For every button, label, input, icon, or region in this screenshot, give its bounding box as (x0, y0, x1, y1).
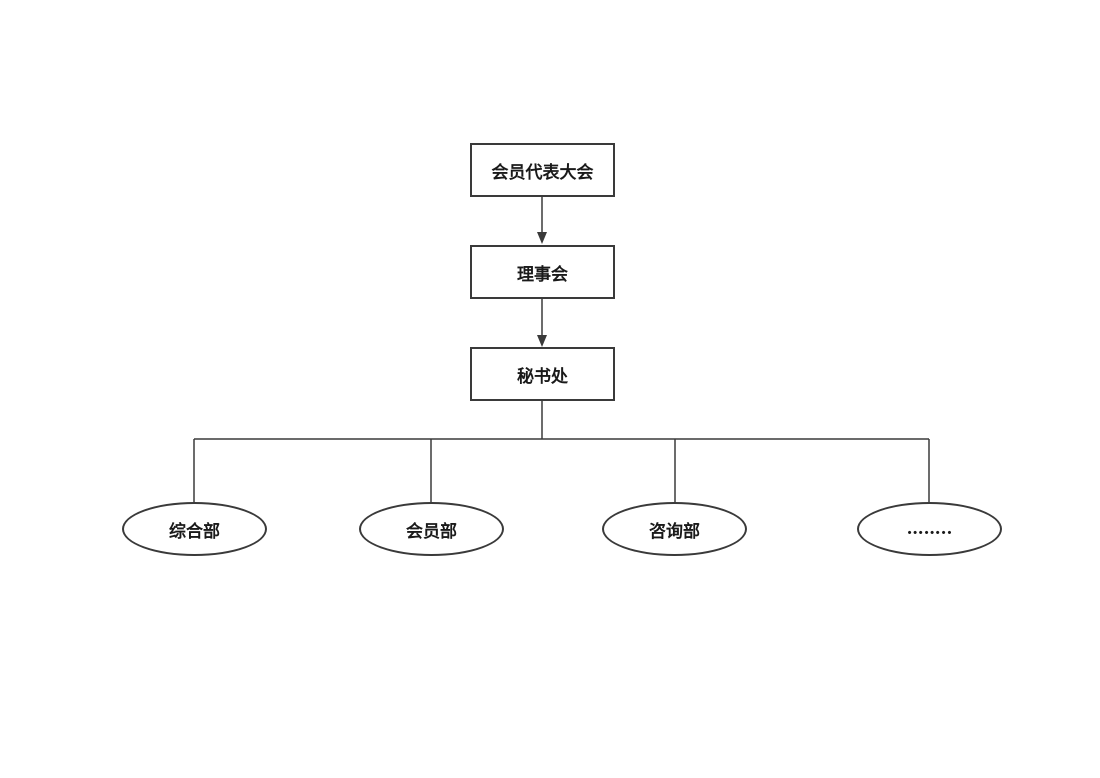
node-secretariat: 秘书处 (470, 347, 615, 401)
node-council: 理事会 (470, 245, 615, 299)
node-label: 秘书处 (517, 366, 568, 387)
node-membership-department: 会员部 (359, 502, 504, 556)
node-label: 会员部 (406, 521, 457, 542)
node-label: 咨询部 (649, 521, 700, 542)
arrowhead-icon (537, 232, 547, 244)
node-label: 综合部 (169, 521, 220, 542)
arrowhead-icon (537, 335, 547, 347)
node-members-assembly: 会员代表大会 (470, 143, 615, 197)
node-consulting-department: 咨询部 (602, 502, 747, 556)
node-more-departments: …….. (857, 502, 1002, 556)
node-label: 会员代表大会 (491, 162, 594, 183)
node-label: …….. (906, 519, 953, 539)
node-general-department: 综合部 (122, 502, 267, 556)
node-label: 理事会 (517, 264, 568, 285)
